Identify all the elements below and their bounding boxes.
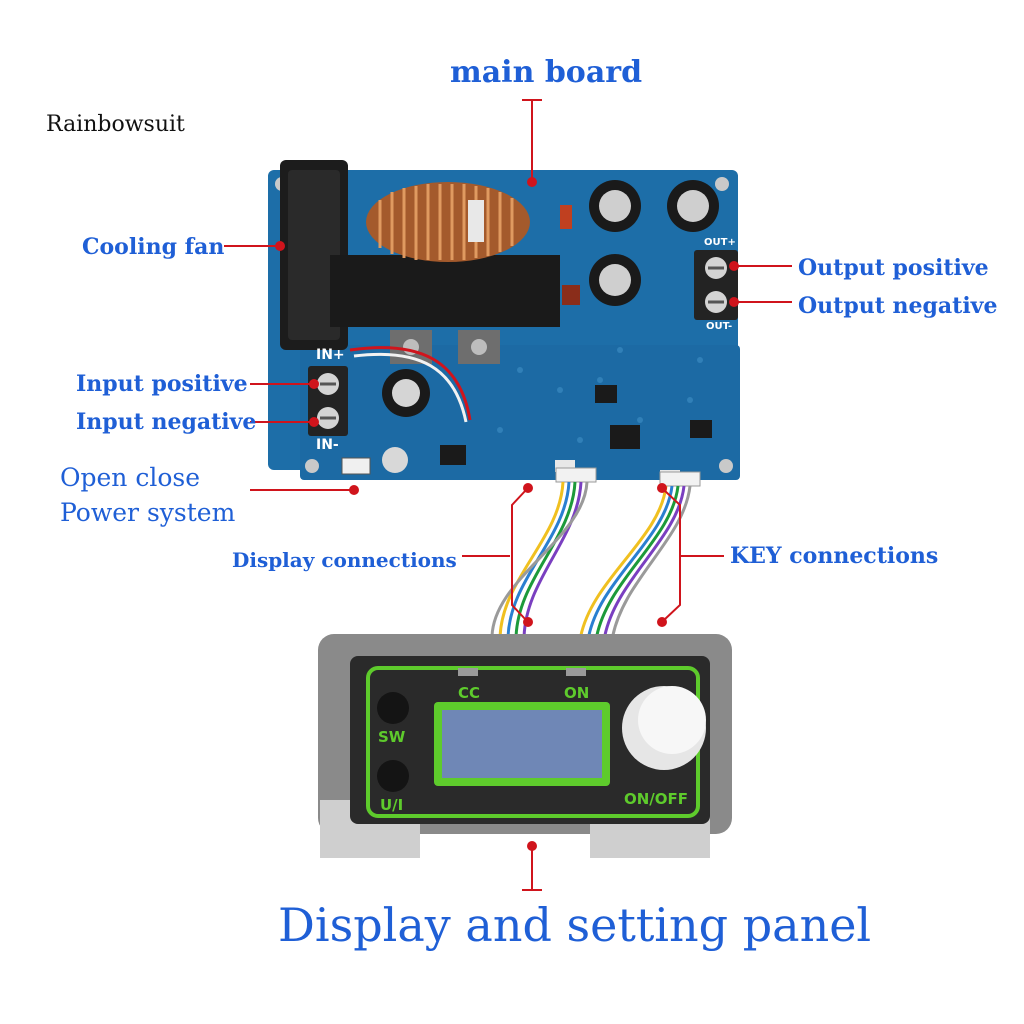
- display-panel: [318, 634, 732, 858]
- display-connections-label: Display connections: [232, 548, 457, 572]
- inductor-coil: [366, 182, 530, 262]
- output-positive-label: Output positive: [798, 255, 989, 281]
- panel-title: Display and setting panel: [278, 898, 872, 952]
- open-close-label: Open close: [60, 463, 201, 492]
- cc-label: CC: [458, 684, 481, 702]
- display-cable: [490, 481, 589, 641]
- power-switch[interactable]: [341, 457, 371, 475]
- on-label: ON: [564, 684, 590, 702]
- display-header: [555, 467, 597, 483]
- leader-lines: [224, 99, 792, 891]
- cooling-fan: [280, 160, 560, 350]
- ui-label: U/I: [380, 796, 404, 814]
- sw-button[interactable]: [377, 692, 409, 724]
- in-minus-mark: IN-: [316, 437, 339, 453]
- input-positive-label: Input positive: [76, 371, 248, 397]
- key-cable: [578, 485, 692, 641]
- out-plus-mark: OUT+: [704, 237, 736, 248]
- out-minus-mark: OUT-: [706, 321, 733, 332]
- in-plus-mark: IN+: [316, 347, 345, 363]
- key-header: [659, 471, 701, 487]
- power-system-label: Power system: [60, 498, 236, 527]
- fan-wire: [349, 346, 472, 421]
- sw-label: SW: [378, 728, 406, 746]
- capacitors: [382, 180, 719, 473]
- brand-watermark: Rainbowsuit: [46, 112, 185, 137]
- cooling-fan-label: Cooling fan: [82, 234, 225, 260]
- main-board-label: main board: [450, 55, 643, 90]
- input-negative-label: Input negative: [76, 409, 257, 435]
- key-connections-label: KEY connections: [730, 543, 939, 569]
- ui-button[interactable]: [377, 760, 409, 792]
- output-terminals: [694, 250, 738, 320]
- output-negative-label: Output negative: [798, 293, 998, 319]
- onoff-label: ON/OFF: [624, 790, 689, 808]
